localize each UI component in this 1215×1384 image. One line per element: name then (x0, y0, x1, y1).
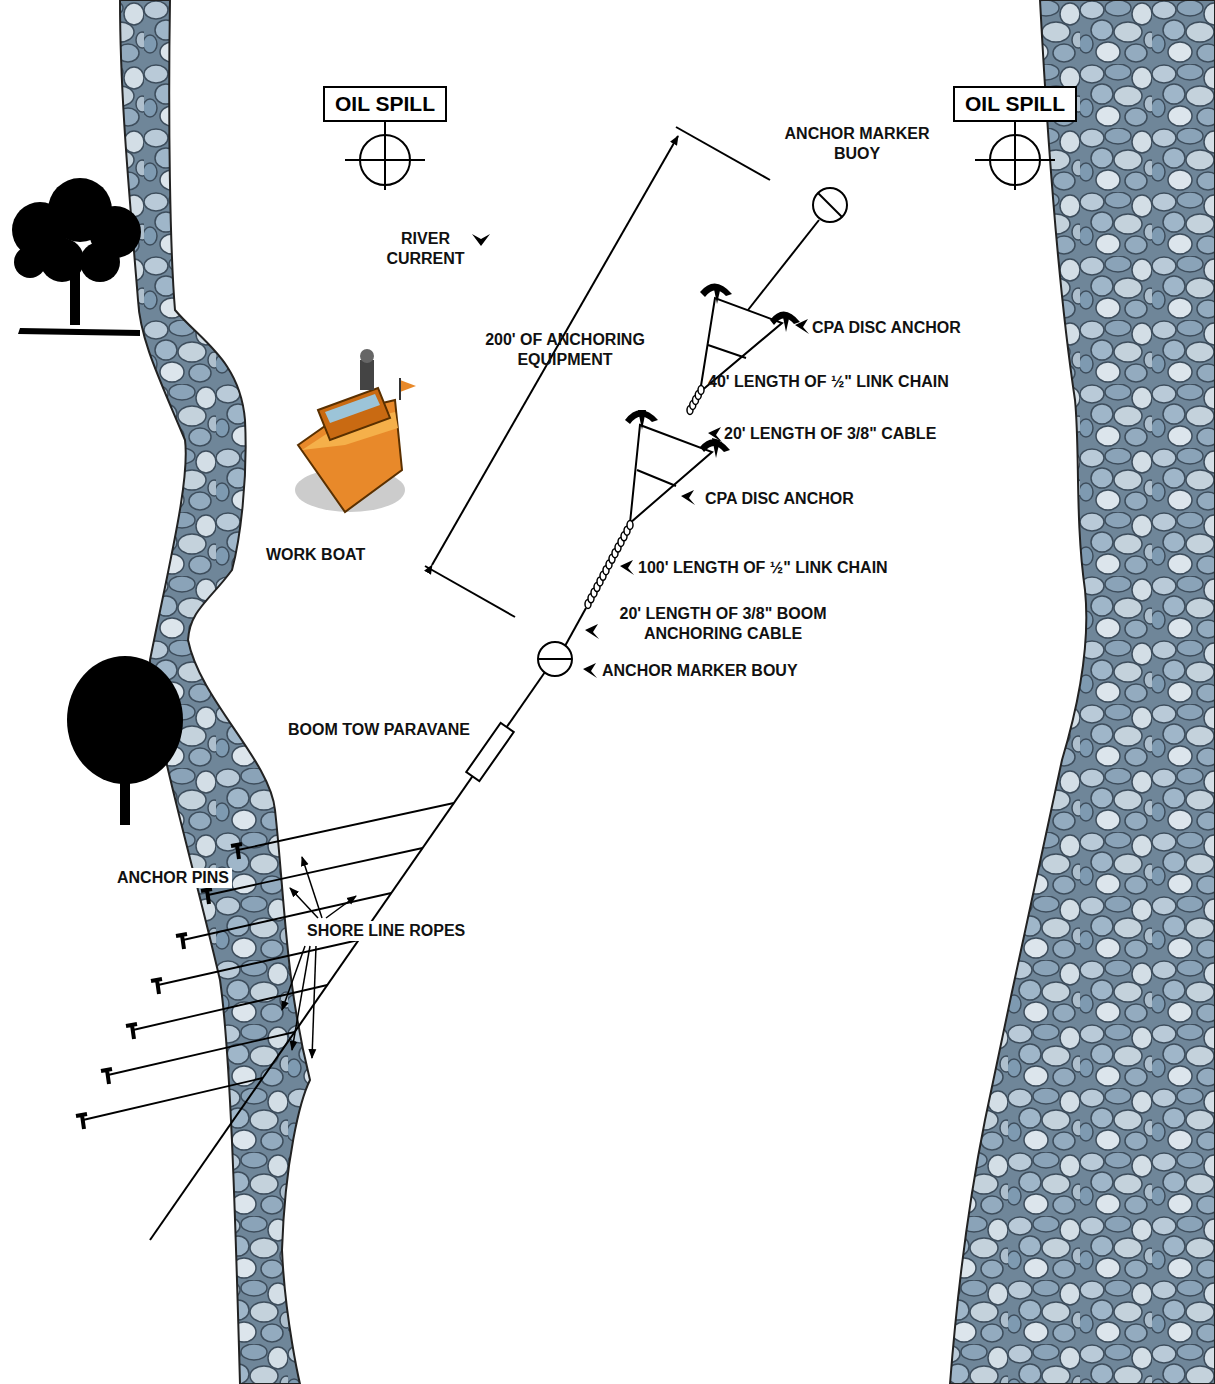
callout-arrowhead (620, 560, 634, 575)
tree-silhouette (40, 238, 84, 282)
callout-label: 20' LENGTH OF 3/8" CABLE (724, 424, 936, 444)
disc-anchor (712, 438, 720, 458)
work-boat (400, 380, 416, 392)
anchor-line (565, 608, 586, 646)
rope-leaders (312, 946, 316, 1058)
anchor-pin (176, 934, 187, 949)
work-boat (399, 378, 401, 400)
callout-label: 20' LENGTH OF 3/8" BOOM ANCHORING CABLE (598, 604, 848, 644)
current-arrow (472, 234, 490, 246)
marker-buoy (538, 642, 572, 676)
work-boat (360, 360, 374, 390)
dimension-line (676, 127, 770, 180)
tree-silhouette (80, 242, 120, 282)
anchor-pin (151, 979, 162, 994)
callout-label: BOOM TOW PARAVANE (288, 720, 470, 740)
work-boat (295, 349, 416, 512)
anchor-pin (231, 844, 242, 859)
shore-line-ropes (133, 985, 327, 1030)
anchor-line (748, 220, 819, 310)
boom-tow-paravane (466, 723, 514, 781)
disc-anchor (638, 410, 646, 430)
anchor-line (150, 672, 545, 1240)
callout-label: SHORE LINE ROPES (304, 921, 468, 941)
callout-arrowhead (681, 490, 695, 505)
anchor-pin (126, 1024, 137, 1039)
shore-line-ropes (208, 848, 423, 895)
marker-buoy (818, 193, 842, 217)
tree-silhouette (67, 656, 183, 825)
anchor-pin (201, 889, 212, 904)
link-chain (627, 521, 633, 530)
rope-leaders (282, 946, 305, 1010)
marker-buoy (813, 188, 847, 222)
callout-label: 100' LENGTH OF ½" LINK CHAIN (638, 558, 888, 578)
callout-label: RIVER CURRENT (378, 229, 473, 269)
marker-buoy (538, 658, 572, 660)
work-boat (325, 394, 380, 423)
disc-anchor (713, 284, 721, 304)
rope-leaders (326, 896, 356, 918)
shore-line-ropes (83, 1078, 263, 1120)
tree-silhouette (12, 178, 141, 336)
oil-spill-box: OIL SPILL (323, 86, 447, 122)
callout-arrowhead (585, 624, 599, 639)
work-boat (318, 388, 390, 440)
anchor-pin (101, 1069, 112, 1084)
shore-line-ropes (238, 803, 454, 850)
oil-spill-symbol (345, 120, 1055, 190)
anchor-pin (76, 1114, 87, 1129)
dimension-line (425, 566, 515, 617)
shore-line-ropes (158, 940, 359, 985)
anchor-line (637, 470, 676, 486)
callout-label: 40' LENGTH OF ½" LINK CHAIN (708, 372, 949, 392)
callout-label: WORK BOAT (266, 545, 365, 565)
callout-label: ANCHOR MARKER BUOY (782, 124, 932, 164)
dimension-line (425, 127, 770, 617)
rope-leaders (282, 857, 356, 1058)
work-boat (360, 349, 374, 363)
node-text: OIL SPILL (965, 92, 1065, 116)
tree-silhouette (18, 328, 140, 336)
callout-label: ANCHOR PINS (114, 868, 232, 888)
node-text: OIL SPILL (335, 92, 435, 116)
oil-spill-box: OIL SPILL (953, 86, 1077, 122)
shore-line-ropes (108, 1032, 295, 1075)
callout-label: 200' OF ANCHORING EQUIPMENT (470, 330, 660, 370)
tree-silhouette (14, 246, 46, 278)
callout-label: CPA DISC ANCHOR (705, 489, 854, 509)
shore-line-ropes (76, 803, 454, 1129)
rope-leaders (302, 857, 322, 918)
callout-arrowhead (795, 319, 809, 334)
oil-spill-symbol (1014, 120, 1016, 190)
oil-spill-symbol (384, 120, 386, 190)
dimension-line (432, 136, 678, 565)
disc-anchor (782, 312, 790, 332)
callout-arrowhead (583, 663, 597, 678)
anchor-line (708, 345, 746, 358)
anchor-line (630, 425, 712, 523)
right-bank (950, 0, 1215, 1384)
tree-silhouette (67, 656, 183, 784)
rope-leaders (292, 946, 310, 1050)
callout-arrowhead (708, 427, 722, 442)
link-chain (698, 386, 704, 395)
callout-label: CPA DISC ANCHOR (812, 318, 961, 338)
callout-label: ANCHOR MARKER BOUY (602, 661, 798, 681)
